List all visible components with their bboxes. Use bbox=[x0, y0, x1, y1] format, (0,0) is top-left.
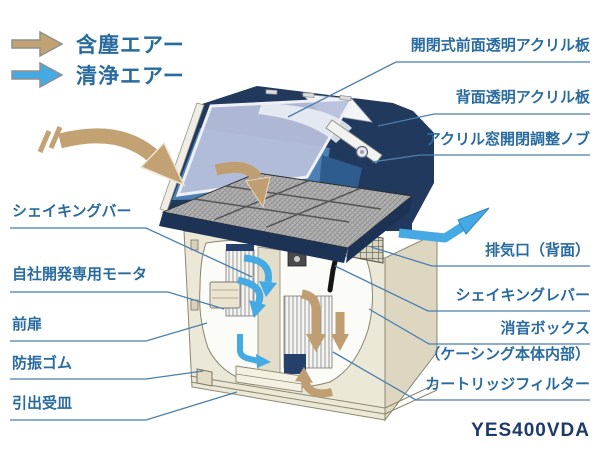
shaker-bolt bbox=[294, 256, 300, 262]
acrylic-window-cutout bbox=[258, 103, 352, 143]
hood-hinges bbox=[265, 89, 352, 102]
callout-shaking-lever: シェイキングレバー bbox=[455, 287, 590, 304]
dusty-air-inlet-arrow bbox=[37, 126, 186, 187]
hood-left-rim bbox=[159, 102, 205, 212]
callout-front-door: 前扉 bbox=[12, 316, 43, 333]
callout-cartridge-filter: カートリッジフィルター bbox=[425, 376, 590, 393]
work-grid bbox=[159, 172, 414, 263]
legend-item-dusty-air: 含塵エアー bbox=[10, 28, 185, 59]
callout-exhaust-port: 排気口（背面） bbox=[484, 242, 590, 259]
door-hinge bbox=[190, 299, 199, 311]
grid-right-band bbox=[346, 196, 412, 263]
knob-center bbox=[360, 150, 364, 154]
filter-cap bbox=[226, 244, 254, 251]
legend-label-dusty-air: 含塵エアー bbox=[76, 33, 185, 57]
vibration-foot bbox=[196, 368, 213, 387]
grid-front-band bbox=[159, 212, 348, 263]
legend-label-clean-air: 清浄エアー bbox=[76, 64, 185, 88]
cabinet-base-rails bbox=[189, 375, 438, 415]
cabinet bbox=[183, 230, 438, 422]
silencer-box-part bbox=[284, 354, 306, 374]
callout-rear-acrylic-panel: 背面透明アクリル板 bbox=[455, 89, 590, 106]
callout-front-acrylic-panel: 開閉式前面透明アクリル板 bbox=[410, 37, 590, 54]
motor-fins bbox=[212, 289, 238, 299]
legend-item-clean-air: 清浄エアー bbox=[10, 59, 185, 90]
callout-dedicated-motor: 自社開発専用モータ bbox=[12, 266, 148, 283]
dusty-air-grid-arrow bbox=[214, 161, 271, 209]
callout-silencer-box-note: （ケーシング本体内部） bbox=[425, 346, 590, 363]
callout-window-adjust-knob: アクリル窓開閉調整ノブ bbox=[425, 131, 590, 148]
clean-air-right-arrow-icon bbox=[11, 61, 64, 88]
dusty-air-right-arrow-icon bbox=[11, 30, 64, 57]
air-legend: 含塵エアー 清浄エアー bbox=[10, 28, 185, 90]
door-hinge bbox=[190, 239, 199, 251]
clean-air-swirl-arrows bbox=[237, 254, 277, 368]
leader-lines bbox=[10, 61, 590, 421]
motor bbox=[209, 281, 241, 309]
callout-drawer-tray: 引出受皿 bbox=[12, 395, 73, 412]
dusty-air-down-arrows bbox=[295, 289, 349, 398]
clean-air-exhaust-arrow bbox=[398, 207, 490, 243]
callout-silencer-box: 消音ボックス bbox=[500, 320, 590, 337]
tray-lip bbox=[235, 373, 303, 385]
callout-shaking-bar: シェイキングバー bbox=[12, 203, 132, 220]
hood-right-pillar bbox=[350, 98, 434, 231]
model-number: YES400VDA bbox=[471, 420, 590, 441]
callout-vibration-rubber: 防振ゴム bbox=[12, 355, 73, 372]
